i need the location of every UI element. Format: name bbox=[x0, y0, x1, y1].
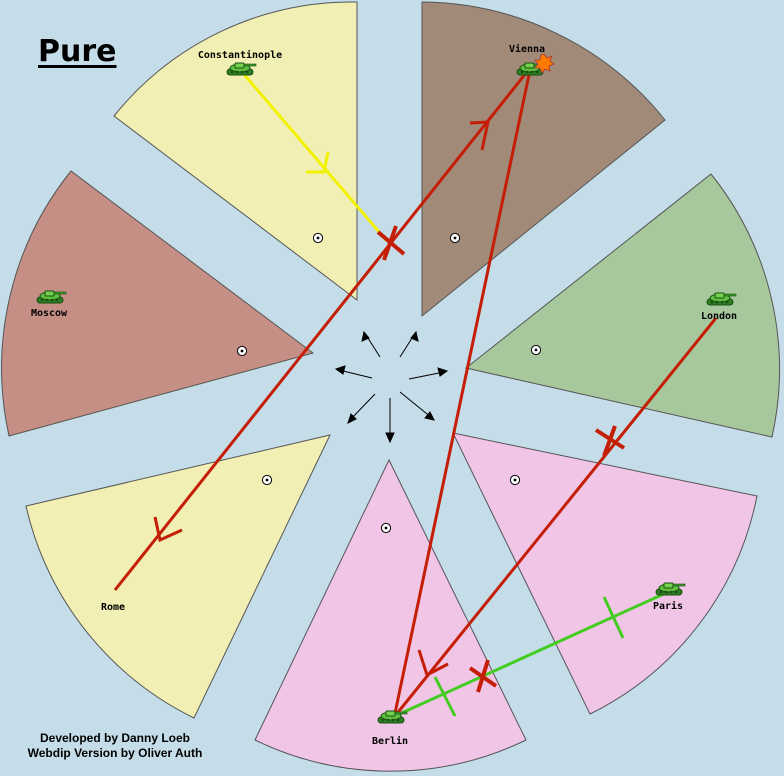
center-arrows bbox=[334, 330, 449, 444]
label-moscow: Moscow bbox=[31, 308, 68, 319]
supply-center-moscow-icon bbox=[236, 345, 248, 357]
supply-center-london-icon bbox=[530, 344, 542, 356]
label-berlin: Berlin bbox=[372, 735, 408, 747]
order-london-to-berlin bbox=[393, 317, 718, 717]
failed-order-cross-icon bbox=[468, 659, 498, 693]
failed-order-cross-icon bbox=[594, 425, 626, 457]
territory-london[interactable] bbox=[464, 173, 780, 438]
credits-line-developer: Developed by Danny Loeb bbox=[39, 731, 191, 745]
supply-center-constantinople-icon bbox=[312, 232, 324, 244]
order-paris-support-berlin bbox=[394, 590, 669, 718]
credits: Developed by Danny Loeb Webdip Version b… bbox=[20, 731, 210, 761]
supply-center-paris-icon bbox=[509, 474, 521, 486]
territory-vienna[interactable] bbox=[421, 1, 666, 318]
order-vienna-to-rome bbox=[113, 67, 532, 591]
label-rome: Rome bbox=[101, 602, 125, 613]
order-berlin-to-vienna bbox=[392, 69, 532, 719]
label-vienna: Vienna bbox=[509, 43, 545, 55]
order-constantinople-to-vienna bbox=[240, 71, 388, 241]
territory-constantinople[interactable] bbox=[113, 1, 358, 302]
territory-rome[interactable] bbox=[25, 434, 331, 719]
failed-order-cross-icon bbox=[376, 225, 406, 261]
territory-paris[interactable] bbox=[452, 432, 758, 715]
label-london: London bbox=[701, 311, 737, 322]
label-constantinople: Constantinople bbox=[198, 49, 282, 61]
territory-berlin[interactable] bbox=[254, 458, 527, 772]
map-title: Pure bbox=[38, 34, 117, 69]
credits-line-webdip: Webdip Version by Oliver Auth bbox=[27, 746, 203, 760]
supply-center-berlin-icon bbox=[380, 522, 392, 534]
label-paris: Paris bbox=[653, 600, 683, 612]
supply-center-vienna-icon bbox=[449, 232, 461, 244]
supply-center-rome-icon bbox=[261, 474, 273, 486]
territory-moscow[interactable] bbox=[1, 170, 315, 437]
dislodged-marker-icon bbox=[534, 53, 555, 74]
